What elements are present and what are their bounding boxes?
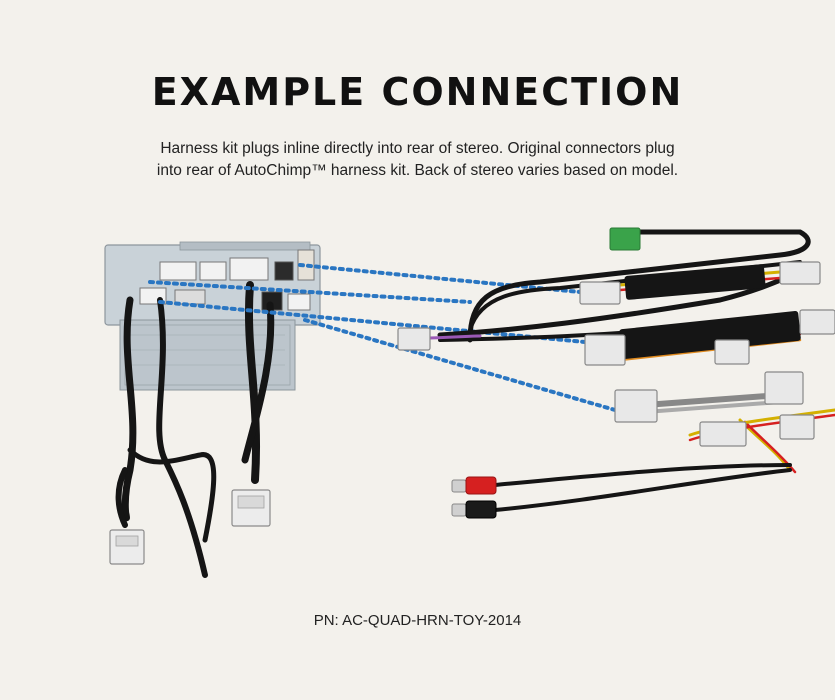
connection-illustration [104, 227, 835, 578]
stereo-side-plugs [109, 489, 271, 565]
description: Harness kit plugs inline directly into r… [95, 138, 740, 182]
stereo-harness-wires [115, 281, 275, 578]
part-number: PN: AC-QUAD-HRN-TOY-2014 [313, 612, 522, 629]
connection-dotted-lines [148, 263, 617, 412]
description-line-2: into rear of AutoChimp™ harness kit. Bac… [156, 162, 679, 179]
description-line-1: Harness kit plugs inline directly into r… [160, 140, 675, 157]
page-title: EXAMPLE CONNECTION [151, 70, 684, 114]
harness-kit [397, 227, 835, 519]
